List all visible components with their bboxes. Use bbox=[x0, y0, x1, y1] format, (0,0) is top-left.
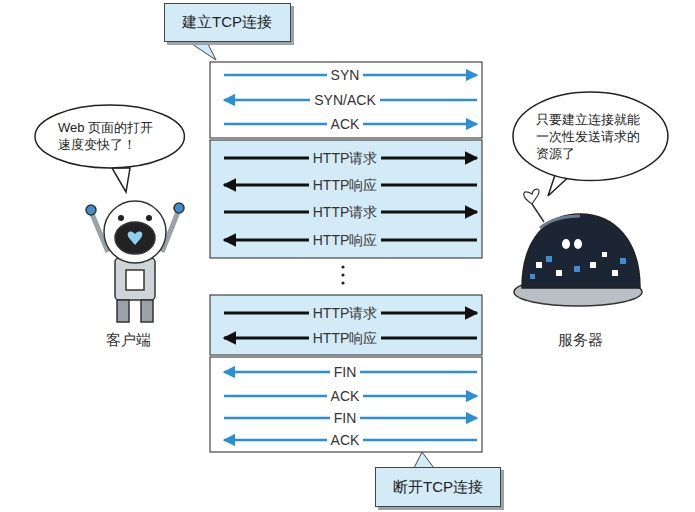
bubble-outline bbox=[33, 103, 186, 170]
request-band bbox=[210, 140, 482, 258]
callout-tail bbox=[186, 40, 216, 60]
message-label: HTTP请求 bbox=[309, 304, 382, 322]
bubble-tail bbox=[112, 168, 130, 192]
message-label: ACK bbox=[327, 115, 364, 133]
callout-text: 建立TCP连接 bbox=[182, 13, 272, 31]
ellipsis-dots bbox=[341, 265, 344, 284]
request-band bbox=[210, 295, 482, 355]
bubble-text: 只要建立连接就能 一次性发送请求的 资源了 bbox=[536, 111, 644, 162]
role-caption: 客户端 bbox=[102, 331, 155, 349]
callout-box: 建立TCP连接 bbox=[164, 3, 291, 42]
message-label: HTTP请求 bbox=[309, 149, 382, 167]
message-label: FIN bbox=[330, 409, 361, 427]
message-label: HTTP请求 bbox=[309, 203, 382, 221]
bubble-text: Web 页面的打开 速度变快了！ bbox=[58, 119, 162, 153]
message-label: ACK bbox=[327, 431, 364, 449]
teardown-band bbox=[210, 357, 482, 452]
client-robot bbox=[86, 201, 184, 322]
message-label: ACK bbox=[327, 387, 364, 405]
handshake-band bbox=[210, 62, 482, 138]
server-robot bbox=[514, 189, 642, 306]
callout-box: 断开TCP连接 bbox=[375, 467, 501, 507]
message-label: SYN/ACK bbox=[310, 91, 379, 109]
message-label: SYN bbox=[327, 66, 364, 84]
speech-bubble: 只要建立连接就能 一次性发送请求的 资源了 bbox=[511, 90, 670, 183]
message-label: HTTP响应 bbox=[309, 176, 382, 194]
speech-bubble: Web 页面的打开 速度变快了！ bbox=[33, 103, 186, 170]
callout-text: 断开TCP连接 bbox=[393, 478, 483, 496]
message-label: FIN bbox=[330, 363, 361, 381]
role-caption: 服务器 bbox=[554, 331, 607, 349]
message-label: HTTP响应 bbox=[309, 231, 382, 249]
message-label: HTTP响应 bbox=[309, 329, 382, 347]
callout-tail bbox=[414, 452, 434, 468]
